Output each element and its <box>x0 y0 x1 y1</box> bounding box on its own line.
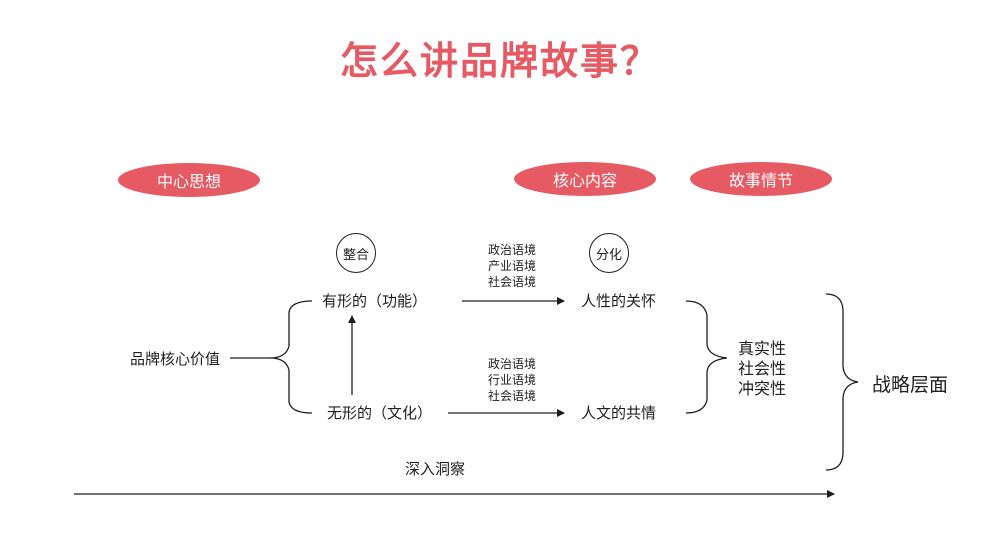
traits-list: 真实性 社会性 冲突性 <box>738 339 786 399</box>
pill-core-idea: 中心思想 <box>118 163 260 197</box>
brace-strategy <box>825 293 859 471</box>
context-item: 政治语境 <box>488 243 537 257</box>
context-item: 政治语境 <box>488 357 537 371</box>
circle-differentiate: 分化 <box>589 233 629 273</box>
brace-left <box>230 300 313 414</box>
node-brand-core-value: 品牌核心价值 <box>130 350 221 368</box>
node-human-resonance: 人文的共情 <box>581 404 657 422</box>
strategy-label: 战略层面 <box>872 374 949 396</box>
circle-integrate: 整合 <box>336 233 376 273</box>
trait-item: 真实性 <box>738 339 787 358</box>
context-list-bottom: 政治语境 行业语境 社会语境 <box>488 356 536 404</box>
context-list-top: 政治语境 产业语境 社会语境 <box>488 242 536 290</box>
node-tangible: 有形的（功能） <box>322 292 428 310</box>
insight-label: 深入洞察 <box>405 460 466 478</box>
pill-story-plot: 故事情节 <box>690 162 832 196</box>
brace-middle <box>685 300 728 414</box>
trait-item: 冲突性 <box>738 379 787 398</box>
context-item: 产业语境 <box>488 259 537 273</box>
context-item: 社会语境 <box>488 389 537 403</box>
context-item: 社会语境 <box>488 275 537 289</box>
trait-item: 社会性 <box>738 359 787 378</box>
pill-core-content: 核心内容 <box>514 162 656 196</box>
node-human-care: 人性的关怀 <box>581 292 657 310</box>
node-intangible: 无形的（文化） <box>327 404 433 422</box>
context-item: 行业语境 <box>488 373 537 387</box>
page-title: 怎么讲品牌故事？ <box>339 39 660 83</box>
